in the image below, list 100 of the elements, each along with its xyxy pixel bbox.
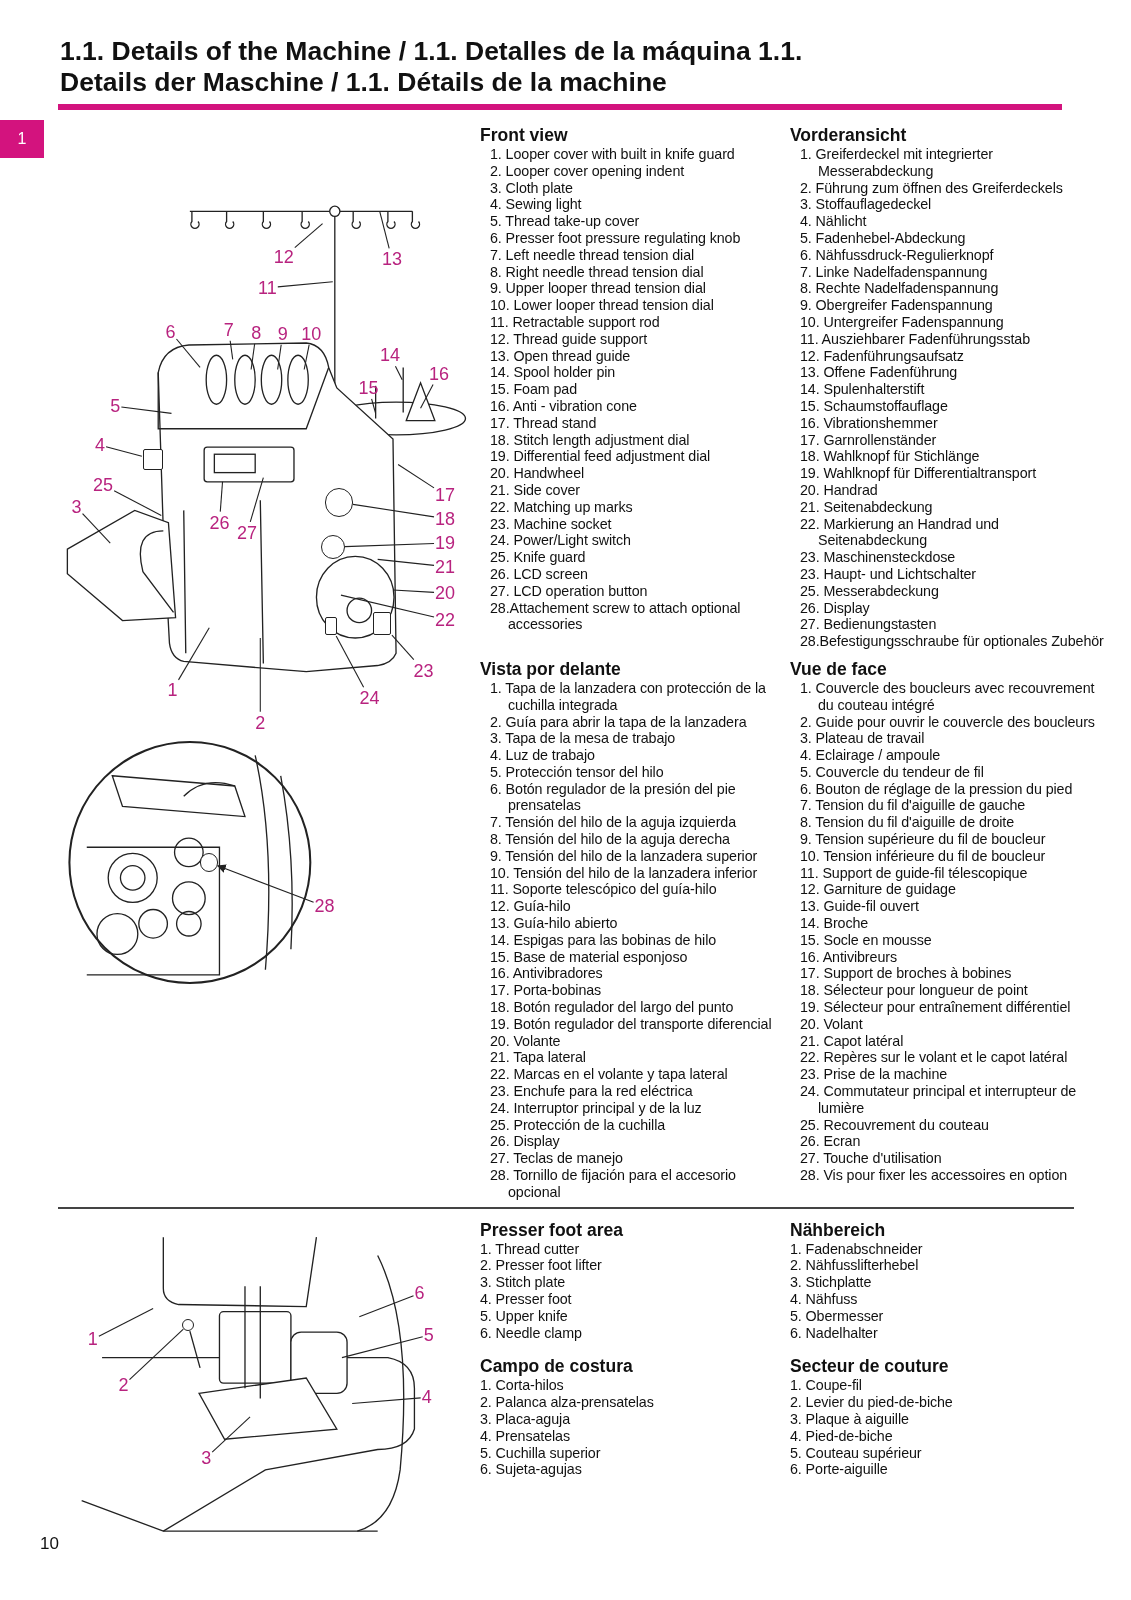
callout-number: 8	[251, 322, 262, 343]
list-item: 4. Nähfuss	[790, 1291, 859, 1308]
list-item: 26. Ecran	[799, 1133, 862, 1151]
list-item: 21. Tapa lateral	[489, 1049, 587, 1067]
list-item: 2. Guide pour ouvrir le couvercle des boucleurs	[799, 713, 1096, 731]
list-item: 27. Bedienungstasten	[799, 616, 938, 634]
list-item: 19. Botón regulador del transporte diferencial	[489, 1015, 773, 1033]
list-item: 15. Schaumstoffauflage	[799, 397, 949, 415]
list-item: 21. Side cover	[489, 481, 581, 499]
callout-number: 3	[71, 497, 82, 518]
list-item: 22. Marcas en el volante y tapa lateral	[489, 1066, 729, 1084]
list-item: 10. Lower looper thread tension dial	[489, 297, 715, 314]
leader-line	[351, 1397, 422, 1405]
list-item: 22. Repères sur le volant et le capot latéral	[799, 1049, 1069, 1067]
list-item: 12. Guía-hilo	[489, 898, 572, 916]
list-item: 6. Presser foot pressure regulating knob	[489, 230, 742, 247]
list-item: 23. Maschinensteckdose	[799, 549, 957, 566]
list-item: 9. Tension supérieure du fil de boucleur	[799, 831, 1047, 848]
callout-number: 4	[421, 1387, 432, 1408]
list-item: 8. Right needle thread tension dial	[489, 263, 705, 281]
section-heading: Vorderansicht	[790, 124, 908, 146]
leader-line	[229, 340, 234, 360]
list-item: 28. Tornillo de fijación para el accesorio opcional	[489, 1167, 737, 1201]
list-item: 1. Coupe-fil	[790, 1377, 863, 1395]
list-item: 4. Nählicht	[799, 213, 868, 230]
list-item: 19. Sélecteur pour entraînement différentiel	[799, 999, 1072, 1016]
list-item: 10. Tension inférieure du fil de boucleur	[799, 847, 1047, 865]
callout-number: 22	[435, 609, 456, 630]
callout-number: 1	[167, 680, 178, 701]
callout-number: 21	[435, 556, 456, 577]
leader-line	[352, 503, 435, 518]
page-number: 10	[40, 1534, 59, 1554]
list-item: 5. Couvercle du tendeur de fil	[799, 763, 985, 781]
leader-line	[219, 481, 224, 513]
list-item: 25. Messerabdeckung	[799, 582, 940, 600]
callout-number: 14	[379, 345, 400, 366]
leader-line	[391, 634, 415, 661]
callout-number: 9	[277, 323, 288, 344]
list-item: 28.Befestigungsschraube für optionales Zubehör	[799, 633, 1105, 650]
leader-line	[120, 406, 173, 414]
list-item: 10. Tensión del hilo de la lanzadera inferior	[489, 864, 759, 882]
leader-line	[377, 558, 435, 566]
list-item: 4. Prensatelas	[480, 1427, 571, 1445]
list-item: 5. Protección tensor del hilo	[489, 763, 665, 781]
callout-number: 15	[358, 377, 379, 398]
list-item: 20. Volante	[489, 1032, 562, 1050]
list-item: 13. Offene Fadenführung	[799, 364, 959, 382]
list-item: 27. Teclas de manejo	[489, 1150, 624, 1167]
list-item: 6. Botón regulador de la presión del pie prensatelas	[489, 780, 737, 815]
list-item: 16. Antivibradores	[489, 965, 604, 983]
list-item: 4. Luz de trabajo	[489, 747, 596, 764]
leader-line	[340, 594, 435, 618]
list-item: 18. Botón regulador del largo del punto	[489, 999, 735, 1016]
leader-line	[177, 627, 210, 681]
list-item: 1. Greiferdeckel mit integrierter Messerabdeckung	[799, 146, 994, 180]
list-item: 8. Tensión del hilo de la aguja derecha	[489, 831, 731, 848]
list-item: 3. Stoffauflagedeckel	[799, 196, 933, 214]
list-item: 4. Eclairage / ampoule	[799, 747, 942, 764]
list-item: 24. Interruptor principal y de la luz	[489, 1099, 703, 1117]
callout-number: 10	[301, 323, 322, 344]
list-item: 17. Thread stand	[489, 414, 598, 432]
lever-knob	[181, 1318, 194, 1332]
page-title: 1.1. Details of the Machine / 1.1. Detalles de la máquina 1.1. Details der Maschine / 1.1. Détails de la machine	[60, 36, 804, 98]
list-item: 18. Stitch length adjustment dial	[489, 431, 691, 449]
callout-number: 27	[237, 522, 258, 543]
list-item: 1. Couvercle des boucleurs avec recouvrement du couteau intégré	[799, 679, 1096, 714]
leader-line	[392, 589, 435, 593]
callout-number: 5	[423, 1325, 434, 1346]
callout-number: 23	[413, 660, 434, 681]
section-heading: Front view	[480, 124, 569, 146]
list-item: 23. Haupt- und Lichtschalter	[799, 565, 978, 583]
chapter-tab: 1	[0, 120, 44, 158]
list-item: 21. Seitenabdeckung	[799, 498, 934, 516]
leader-arrow	[217, 864, 315, 903]
list-item: 27. Touche d'utilisation	[799, 1150, 943, 1167]
leader-line	[277, 344, 282, 371]
list-item: 16. Vibrationshemmer	[799, 414, 939, 432]
callout-number: 17	[435, 485, 456, 506]
list-item: 2. Levier du pied-de-biche	[790, 1394, 954, 1411]
leader-line	[98, 1308, 154, 1337]
list-item: 10. Untergreifer Fadenspannung	[799, 313, 1005, 331]
list-item: 13. Open thread guide	[489, 347, 632, 365]
list-item: 12. Garniture de guidage	[799, 881, 957, 899]
list-item: 2. Nähfusslifterhebel	[790, 1257, 920, 1275]
list-item: 3. Stitch plate	[480, 1274, 567, 1291]
leader-line	[175, 338, 201, 369]
callout-number: 28	[314, 896, 335, 917]
section-heading: Presser foot area	[480, 1218, 624, 1241]
callout-number: 26	[209, 512, 230, 533]
list-item: 1. Corta-hilos	[480, 1377, 565, 1395]
list-item: 17. Porta-bobinas	[489, 982, 603, 1000]
list-item: 18. Sélecteur pour longueur de point	[799, 982, 1029, 1000]
list-item: 1. Thread cutter	[480, 1240, 581, 1258]
callout-number: 4	[95, 435, 106, 456]
list-item: 28. Vis pour fixer les accessoires en option	[799, 1167, 1069, 1184]
list-item: 14. Spulenhalterstift	[799, 381, 926, 398]
list-item: 9. Obergreifer Fadenspannung	[799, 297, 994, 314]
list-item: 17. Garnrollenständer	[799, 431, 938, 449]
leader-line	[113, 490, 162, 517]
list-item: 5. Cuchilla superior	[480, 1444, 602, 1462]
